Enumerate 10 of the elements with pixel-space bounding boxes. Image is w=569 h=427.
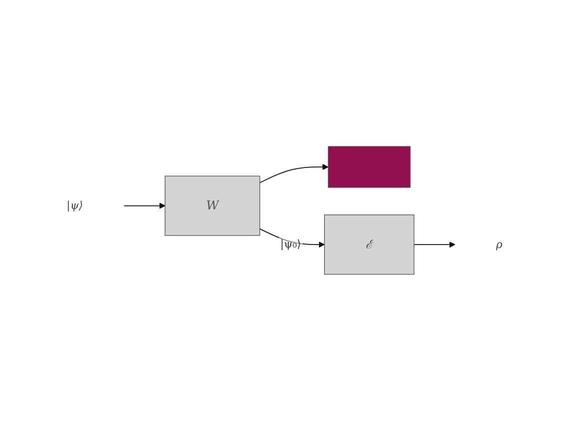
node-text: |ψ⟩ — [66, 198, 84, 212]
node-box: ℰ — [324, 214, 414, 274]
node-bar — [328, 146, 411, 188]
arrow — [414, 241, 456, 248]
arrow — [124, 202, 166, 208]
arrow — [259, 164, 328, 183]
node-box: W — [164, 175, 260, 236]
edge-label: |ψ₀⟩ — [280, 237, 302, 250]
arrow — [259, 228, 325, 248]
node-text: ρ — [496, 237, 502, 250]
